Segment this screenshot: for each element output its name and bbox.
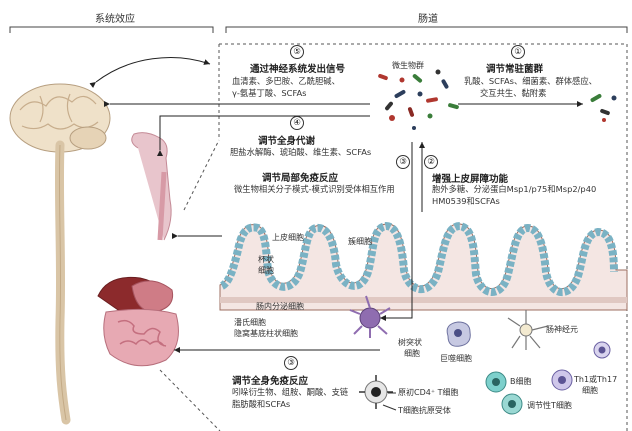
item3-local-body: 微生物相关分子模式-模式识别受体相互作用 [234,183,395,195]
item4-title: 调节全身代谢 [258,133,315,147]
label-macrophage: 巨噬细胞 [440,353,472,364]
label-crypt-base-cell: 隐窝基底柱状细胞 [234,328,298,339]
arrow-brain-to-gut-curve [96,58,210,82]
label-b-cell: B细胞 [510,376,532,387]
zoom-dashed-line-bottom [160,370,220,431]
item2-body-line1: 胞外多糖、分泌蛋白Msp1/p75和Msp2/p40 [432,183,596,195]
num-circle-3-local: ③ [396,155,410,169]
label-goblet-cell-1: 杯状 [258,254,274,265]
zoom-dashed-line-top [184,140,219,210]
item5-body-line2: γ-氨基丁酸、SCFAs [232,87,306,99]
num-circle-3-systemic: ③ [284,356,298,370]
item5-title: 通过神经系统发出信号 [250,61,345,75]
item5-body-line1: 血清素、多巴胺、乙酰胆碱、 [232,75,340,87]
num-circle-2: ② [424,155,438,169]
label-tcr: T细胞抗原受体 [398,405,451,416]
resident-microbiota-cluster [590,93,617,122]
num-circle-4: ④ [290,116,304,130]
item3-systemic-body-line1: 吲哚衍生物、组胺、酮酸、支链 [232,386,348,398]
num-circle-1: ① [511,45,525,59]
digestive-tract-illustration [98,133,178,366]
item4-body-line1: 胆盐水解酶、琥珀酸、维生素、SCFAs [230,146,371,158]
label-tuft-cell: 簇细胞 [348,236,372,247]
microbiota-cluster [378,70,460,131]
label-enteric-neuron: 肠神经元 [546,324,578,335]
label-treg: 调节性T细胞 [527,400,572,411]
label-th-cell-2: 细胞 [582,385,598,396]
right-header-bracket [226,27,627,33]
label-naive-t-cell: 原初CD4⁺ T细胞 [398,387,459,398]
item2-body-line2: HM0539和SCFAs [432,195,500,207]
item3-systemic-body-line2: 脂肪酸和SCFAs [232,398,290,410]
item3-local-title: 调节局部免疫反应 [262,170,338,184]
label-enteroendocrine-cell: 肠内分泌细胞 [256,301,304,312]
label-paneth-cell: 潘氏细胞 [234,317,266,328]
label-dendritic-cell-2: 细胞 [404,348,420,359]
label-goblet-cell-2: 细胞 [258,265,274,276]
microbiota-label: 微生物群 [392,60,424,71]
item1-body-line1: 乳酸、SCFAs、细菌素、群体感应、 [464,75,597,87]
item3-systemic-title: 调节全身免疫反应 [232,373,308,387]
enteric-neuron-cell [508,310,548,350]
num-circle-5: ⑤ [290,45,304,59]
naive-t-cell [359,375,393,409]
item1-body-line2: 交互共生、黏附素 [480,87,546,99]
left-header-bracket [10,27,213,33]
label-dendritic-cell-1: 树突状 [398,337,422,348]
label-epithelial-cell: 上皮细胞 [272,232,304,243]
macrophage-cell [447,322,470,346]
item1-title: 调节常驻菌群 [486,61,543,75]
label-th-cell-1: Th1或Th17 [574,374,617,385]
